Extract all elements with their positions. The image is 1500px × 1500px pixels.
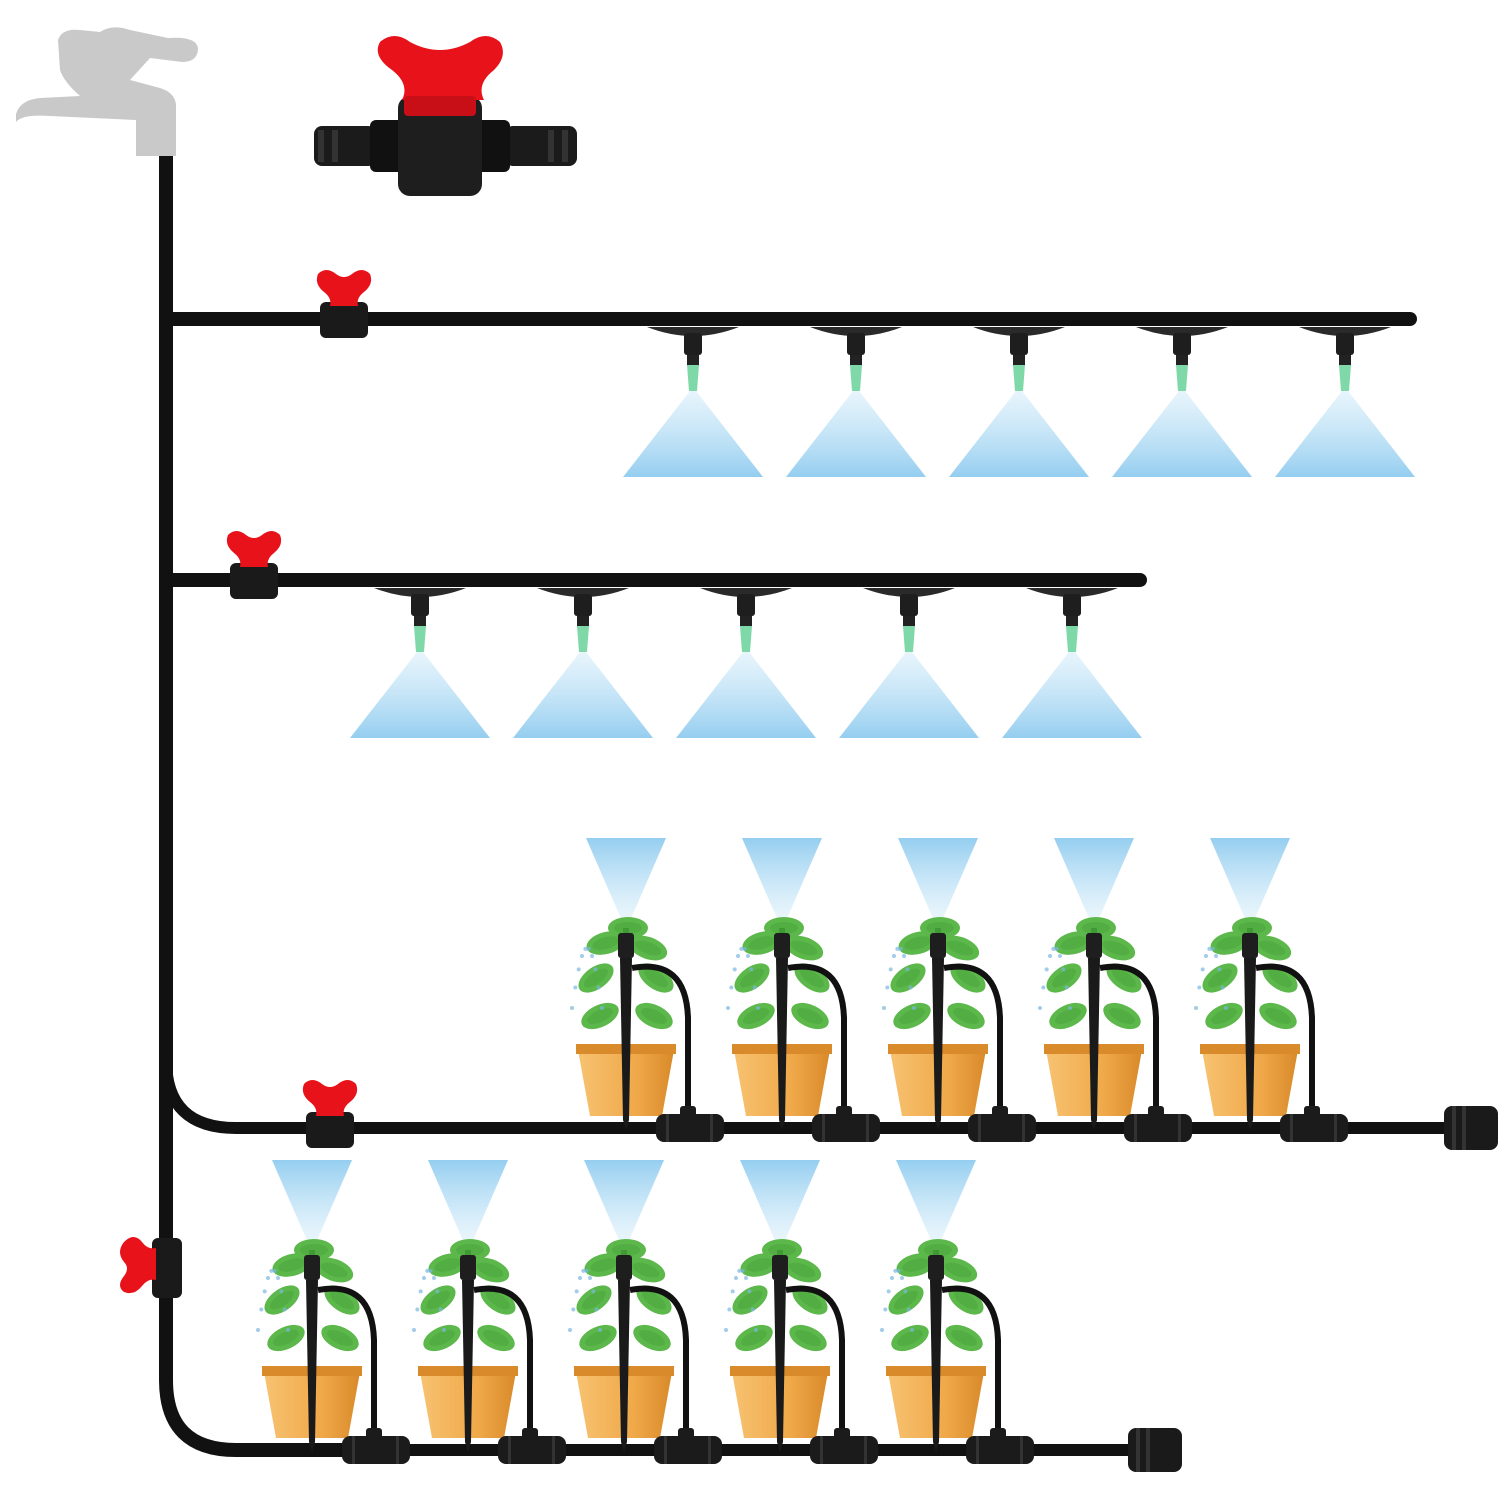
potted-plant-icon bbox=[1194, 838, 1315, 1130]
end-plug-icon bbox=[1128, 1428, 1182, 1472]
branch-3-elbow bbox=[160, 1059, 320, 1134]
potted-plant-icon bbox=[880, 1160, 1001, 1452]
tee-connector bbox=[656, 1106, 724, 1142]
mist-nozzle-icon bbox=[513, 588, 653, 738]
mist-nozzle-icon bbox=[1112, 327, 1252, 477]
mist-row-1 bbox=[623, 327, 1415, 477]
mist-nozzle-icon bbox=[786, 327, 926, 477]
potted-plant-icon bbox=[256, 1160, 377, 1452]
potted-plant-icon bbox=[882, 838, 1003, 1130]
mist-nozzle-icon bbox=[839, 588, 979, 738]
stake-dripper-icon bbox=[930, 933, 1003, 1130]
plant-row-4 bbox=[256, 1160, 1034, 1464]
potted-plant-icon bbox=[570, 838, 691, 1130]
inline-valve-icon[interactable] bbox=[226, 531, 282, 599]
stake-dripper-icon bbox=[1086, 933, 1159, 1130]
inline-valve-icon[interactable] bbox=[302, 1080, 358, 1148]
tee-connector bbox=[498, 1428, 566, 1464]
shutoff-valve-icon[interactable] bbox=[314, 36, 577, 196]
mist-nozzle-icon bbox=[1275, 327, 1415, 477]
faucet-icon bbox=[16, 27, 198, 156]
potted-plant-icon bbox=[412, 1160, 533, 1452]
stake-dripper-icon bbox=[774, 933, 847, 1130]
end-plug-icon bbox=[1444, 1106, 1498, 1150]
main-supply-pipe bbox=[159, 156, 360, 1457]
inline-valve-icon[interactable] bbox=[316, 270, 372, 338]
mist-nozzle-icon bbox=[1002, 588, 1142, 738]
tee-connector bbox=[1280, 1106, 1348, 1142]
stake-dripper-icon bbox=[928, 1255, 1001, 1452]
tee-connector bbox=[342, 1428, 410, 1464]
potted-plant-icon bbox=[724, 1160, 845, 1452]
tee-connector bbox=[966, 1428, 1034, 1464]
mist-nozzle-icon bbox=[350, 588, 490, 738]
stake-dripper-icon bbox=[1242, 933, 1315, 1130]
tee-connector bbox=[968, 1106, 1036, 1142]
tee-connector bbox=[810, 1428, 878, 1464]
mist-nozzle-icon bbox=[949, 327, 1089, 477]
mist-row-2 bbox=[350, 588, 1142, 738]
tee-connector bbox=[654, 1428, 722, 1464]
stake-dripper-icon bbox=[304, 1255, 377, 1452]
mist-nozzle-icon bbox=[676, 588, 816, 738]
inline-valve-icon[interactable] bbox=[120, 1237, 182, 1298]
potted-plant-icon bbox=[568, 1160, 689, 1452]
potted-plant-icon bbox=[726, 838, 847, 1130]
stake-dripper-icon bbox=[616, 1255, 689, 1452]
stake-dripper-icon bbox=[618, 933, 691, 1130]
stake-dripper-icon bbox=[460, 1255, 533, 1452]
tee-connector bbox=[1124, 1106, 1192, 1142]
stake-dripper-icon bbox=[772, 1255, 845, 1452]
mist-nozzle-icon bbox=[623, 327, 763, 477]
plant-row-3 bbox=[570, 838, 1348, 1142]
potted-plant-icon bbox=[1038, 838, 1159, 1130]
tee-connector bbox=[812, 1106, 880, 1142]
